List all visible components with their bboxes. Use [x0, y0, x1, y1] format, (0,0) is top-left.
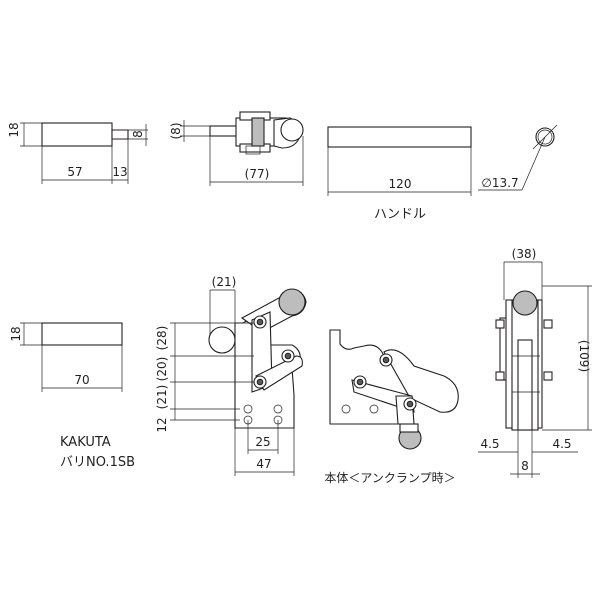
dim-body-v3: (21) — [155, 385, 169, 410]
dim-end-height: (109) — [577, 340, 591, 372]
body-unclamped: 本体＜アンクランプ時＞ — [324, 329, 459, 485]
dim-body-width: 47 — [256, 457, 271, 471]
spacer-a: 18 8 57 13 — [7, 122, 148, 184]
dim-body-top-offset: (21) — [212, 275, 237, 289]
spacer-b: 18 70 — [9, 322, 123, 392]
dim-end-width: (38) — [512, 247, 537, 261]
dim-spacer-a-width: 57 — [67, 165, 82, 179]
dim-spacer-a-tab-width: 13 — [112, 165, 127, 179]
clamp-top-view: (8) (77) — [169, 111, 304, 186]
dim-spacer-b-width: 70 — [74, 373, 89, 387]
dim-body-v4: 12 — [155, 417, 169, 432]
body-clamped-label: 本体＜アンクランプ時＞ — [324, 471, 455, 485]
dim-spacer-a-height: 18 — [7, 122, 21, 137]
dim-end-right-off: 4.5 — [552, 437, 571, 451]
handle-label: ハンドル — [374, 207, 426, 222]
dim-end-left-off: 4.5 — [480, 437, 499, 451]
dim-handle-diameter: ∅13.7 — [481, 176, 518, 190]
dim-spacer-b-height: 18 — [9, 326, 23, 341]
dim-side-top-height: (8) — [169, 123, 183, 140]
dim-body-v1: (28) — [155, 326, 169, 351]
dim-side-top-width: (77) — [245, 167, 270, 181]
dim-end-thickness: 8 — [521, 459, 529, 473]
handle: 120 ハンドル ∅13.7 — [327, 124, 558, 222]
body-clamped: (28) (20) (21) 12 (21) 25 47 — [155, 275, 307, 476]
dim-body-v2: (20) — [155, 357, 169, 382]
dim-spacer-a-tab-height: 8 — [131, 130, 145, 138]
dim-body-hole-pitch: 25 — [255, 435, 270, 449]
dim-handle-length: 120 — [389, 177, 412, 191]
brand-label: KAKUTA — [60, 435, 111, 450]
model-label: バリNO.1SB — [60, 455, 135, 470]
end-view: (38) (109) 4.5 4.5 8 — [478, 247, 592, 478]
